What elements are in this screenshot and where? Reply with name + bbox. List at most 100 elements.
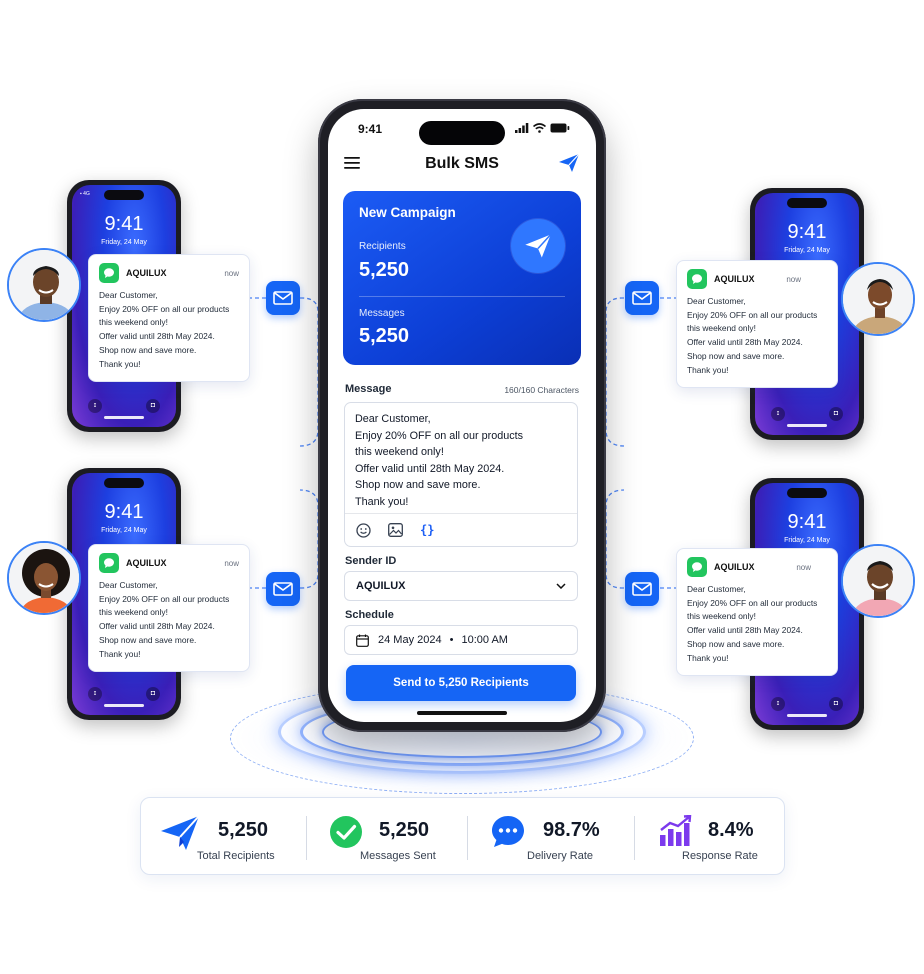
stat-value: 5,250 <box>379 819 430 841</box>
stat-value: 5,250 <box>218 819 269 841</box>
stat-label: Response Rate <box>682 850 758 862</box>
status-icons <box>515 123 570 133</box>
campaign-title: New Campaign <box>359 205 456 220</box>
messages-app-icon <box>687 269 707 289</box>
divider <box>359 296 565 297</box>
avatar-woman-beige-top <box>841 262 915 336</box>
recipients-value: 5,250 <box>359 259 410 281</box>
divider <box>634 816 635 860</box>
sms-notification-left-bottom[interactable]: AQUILUX now Dear Customer,Enjoy 20% OFF … <box>88 544 250 672</box>
camera-icon[interactable]: ◘ <box>829 407 843 421</box>
sms-notification-right-top[interactable]: AQUILUX now Dear Customer,Enjoy 20% OFF … <box>676 260 838 388</box>
recipient-phone-right-bottom: 9:41 Friday, 24 May ɪ ◘ <box>750 478 864 730</box>
sender-id-value: AQUILUX <box>356 580 406 592</box>
phone-notch <box>104 478 144 488</box>
notification-time: now <box>224 268 239 278</box>
messages-app-icon <box>687 557 707 577</box>
lock-time: 9:41 <box>104 501 144 523</box>
signal-icon <box>515 123 529 133</box>
avatar-woman-orange-top <box>7 541 81 615</box>
camera-icon[interactable]: ◘ <box>829 697 843 711</box>
envelope-icon <box>625 281 659 315</box>
phone-notch <box>787 488 827 498</box>
character-count: 160/160 Characters <box>504 385 579 395</box>
dynamic-island <box>419 121 505 145</box>
campaign-summary-card: New Campaign Recipients 5,250 Messages 5… <box>343 191 581 365</box>
notification-sender: AQUILUX <box>126 558 167 568</box>
braces-icon[interactable]: {} <box>420 523 435 537</box>
app-header: Bulk SMS <box>328 153 596 177</box>
envelope-icon <box>625 572 659 606</box>
sms-notification-left-top[interactable]: AQUILUX now Dear Customer,Enjoy 20% OFF … <box>88 254 250 382</box>
check-circle-icon <box>330 816 362 848</box>
messages-value: 5,250 <box>359 325 410 347</box>
notification-sender: AQUILUX <box>714 274 755 284</box>
paper-plane-icon[interactable] <box>558 153 580 173</box>
hamburger-menu-icon[interactable] <box>344 157 360 169</box>
stat-messages-sent: 5,250 Messages Sent <box>307 798 467 876</box>
sender-id-label: Sender ID <box>345 555 397 567</box>
stat-label: Total Recipients <box>197 850 275 862</box>
lock-date: Friday, 24 May <box>101 527 147 534</box>
calendar-icon <box>356 634 369 647</box>
paper-plane-icon <box>511 219 565 273</box>
message-label: Message <box>345 383 392 395</box>
stat-label: Messages Sent <box>360 850 436 862</box>
notification-body: Dear Customer,Enjoy 20% OFF on all our p… <box>687 296 818 375</box>
flashlight-icon[interactable]: ɪ <box>88 687 102 701</box>
schedule-date: 24 May 2024 <box>378 634 442 646</box>
notification-sender: AQUILUX <box>126 268 167 278</box>
schedule-separator: • <box>449 634 454 646</box>
stat-total-recipients: 5,250 Total Recipients <box>141 798 306 876</box>
stat-value: 8.4% <box>708 819 754 841</box>
messages-app-icon <box>99 263 119 283</box>
battery-icon <box>550 123 570 133</box>
phone-notch <box>787 198 827 208</box>
growth-chart-icon <box>660 815 692 846</box>
emoji-icon[interactable] <box>356 522 371 538</box>
wifi-icon <box>533 123 546 133</box>
chevron-down-icon[interactable] <box>556 583 566 589</box>
avatar-man-blue-shirt <box>7 248 81 322</box>
divider <box>467 816 468 860</box>
message-text[interactable]: Dear Customer, Enjoy 20% OFF on all our … <box>355 413 524 508</box>
notification-time: now <box>224 558 239 568</box>
messages-app-icon <box>99 553 119 573</box>
message-textarea[interactable]: Dear Customer, Enjoy 20% OFF on all our … <box>344 402 578 547</box>
flashlight-icon[interactable]: ɪ <box>771 697 785 711</box>
bulk-sms-app-screen: 9:41 Bulk SMS New Campaign Recipients 5,… <box>328 109 596 722</box>
lock-time: 9:41 <box>787 511 827 533</box>
notification-body: Dear Customer,Enjoy 20% OFF on all our p… <box>687 584 818 663</box>
recipients-label: Recipients <box>359 241 406 252</box>
stat-response-rate: 8.4% Response Rate <box>635 798 785 876</box>
lock-time: 9:41 <box>787 221 827 243</box>
stats-bar: 5,250 Total Recipients 5,250 Messages Se… <box>140 797 785 875</box>
flashlight-icon[interactable]: ɪ <box>88 399 102 413</box>
schedule-field[interactable]: 24 May 2024 • 10:00 AM <box>344 625 578 655</box>
lock-date: Friday, 24 May <box>784 247 830 254</box>
sender-id-select[interactable]: AQUILUX <box>344 571 578 601</box>
sms-notification-right-bottom[interactable]: AQUILUX now Dear Customer,Enjoy 20% OFF … <box>676 548 838 676</box>
lock-date: Friday, 24 May <box>784 537 830 544</box>
avatar-man-pink-shirt <box>841 544 915 618</box>
app-title: Bulk SMS <box>425 155 499 172</box>
home-indicator <box>104 704 144 707</box>
image-icon[interactable] <box>388 523 403 537</box>
stat-label: Delivery Rate <box>527 850 594 862</box>
carrier-status: ▪ 4G <box>80 191 90 197</box>
send-button[interactable]: Send to 5,250 Recipients <box>346 665 576 701</box>
notification-body: Dear Customer,Enjoy 20% OFF on all our p… <box>99 290 230 369</box>
notification-sender: AQUILUX <box>714 562 755 572</box>
camera-icon[interactable]: ◘ <box>146 399 160 413</box>
camera-icon[interactable]: ◘ <box>146 687 160 701</box>
divider <box>306 816 307 860</box>
main-phone: 9:41 Bulk SMS New Campaign Recipients 5,… <box>318 99 606 732</box>
notification-time: now <box>786 274 801 284</box>
schedule-label: Schedule <box>345 609 394 621</box>
messages-label: Messages <box>359 308 405 319</box>
phone-notch <box>104 190 144 200</box>
envelope-icon <box>266 281 300 315</box>
message-toolbar: {} <box>345 513 577 546</box>
flashlight-icon[interactable]: ɪ <box>771 407 785 421</box>
lock-time: 9:41 <box>104 213 144 235</box>
